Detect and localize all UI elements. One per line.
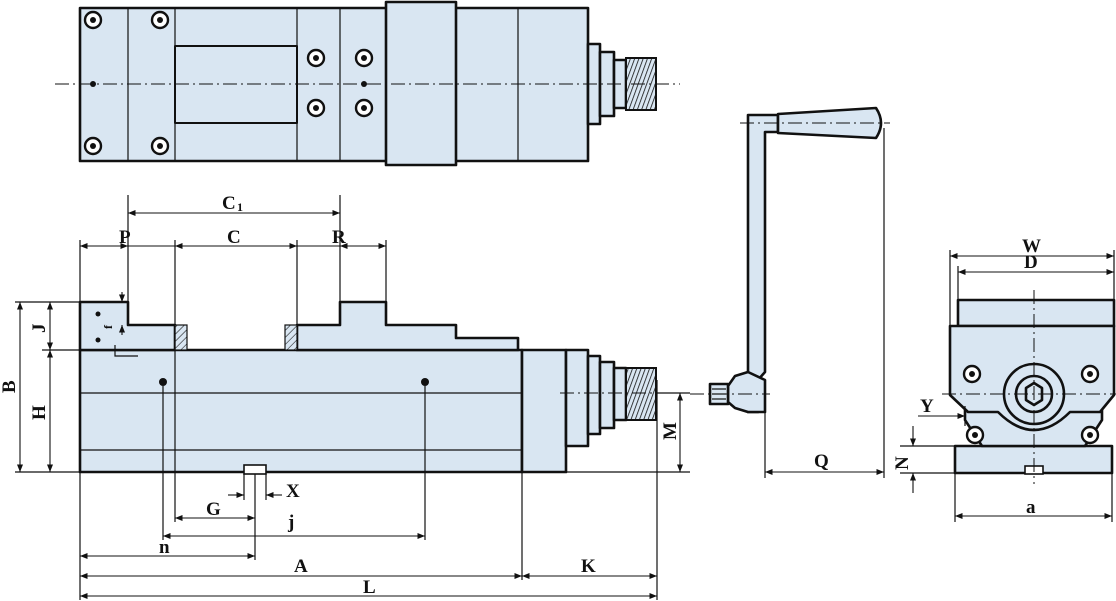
label-b: B (0, 380, 20, 393)
label-j-lower: j (287, 512, 294, 533)
label-l: L (363, 577, 376, 598)
label-f: f (101, 324, 115, 329)
label-a-lower: a (1026, 497, 1036, 518)
label-c1-subscript: 1 (237, 200, 243, 214)
label-w: W (1022, 236, 1041, 257)
label-k: K (581, 556, 596, 577)
label-c1: C (222, 193, 236, 214)
label-y: Y (920, 396, 934, 417)
label-n: n (159, 537, 170, 558)
crank-handle (690, 106, 890, 414)
label-c: C (227, 227, 241, 248)
label-g: G (206, 499, 221, 520)
dimension-labels: C 1 P C R B H J f M X G j n A L K Q W D … (0, 193, 1041, 598)
top-view (55, 0, 680, 167)
label-m: M (660, 422, 681, 440)
label-p: P (119, 227, 131, 248)
label-h: H (29, 405, 50, 420)
mounting-hole-icon (83, 10, 374, 156)
mounting-hole-icon (962, 364, 1100, 445)
label-j-upper: J (29, 324, 50, 334)
label-x: X (286, 481, 300, 502)
label-d: D (1024, 252, 1038, 273)
label-a-upper: A (294, 556, 308, 577)
dimension-lines (15, 128, 1115, 600)
label-q: Q (814, 451, 829, 472)
side-view (942, 290, 1116, 484)
label-n-side: N (892, 456, 913, 470)
label-r: R (332, 227, 346, 248)
front-view (78, 300, 690, 475)
